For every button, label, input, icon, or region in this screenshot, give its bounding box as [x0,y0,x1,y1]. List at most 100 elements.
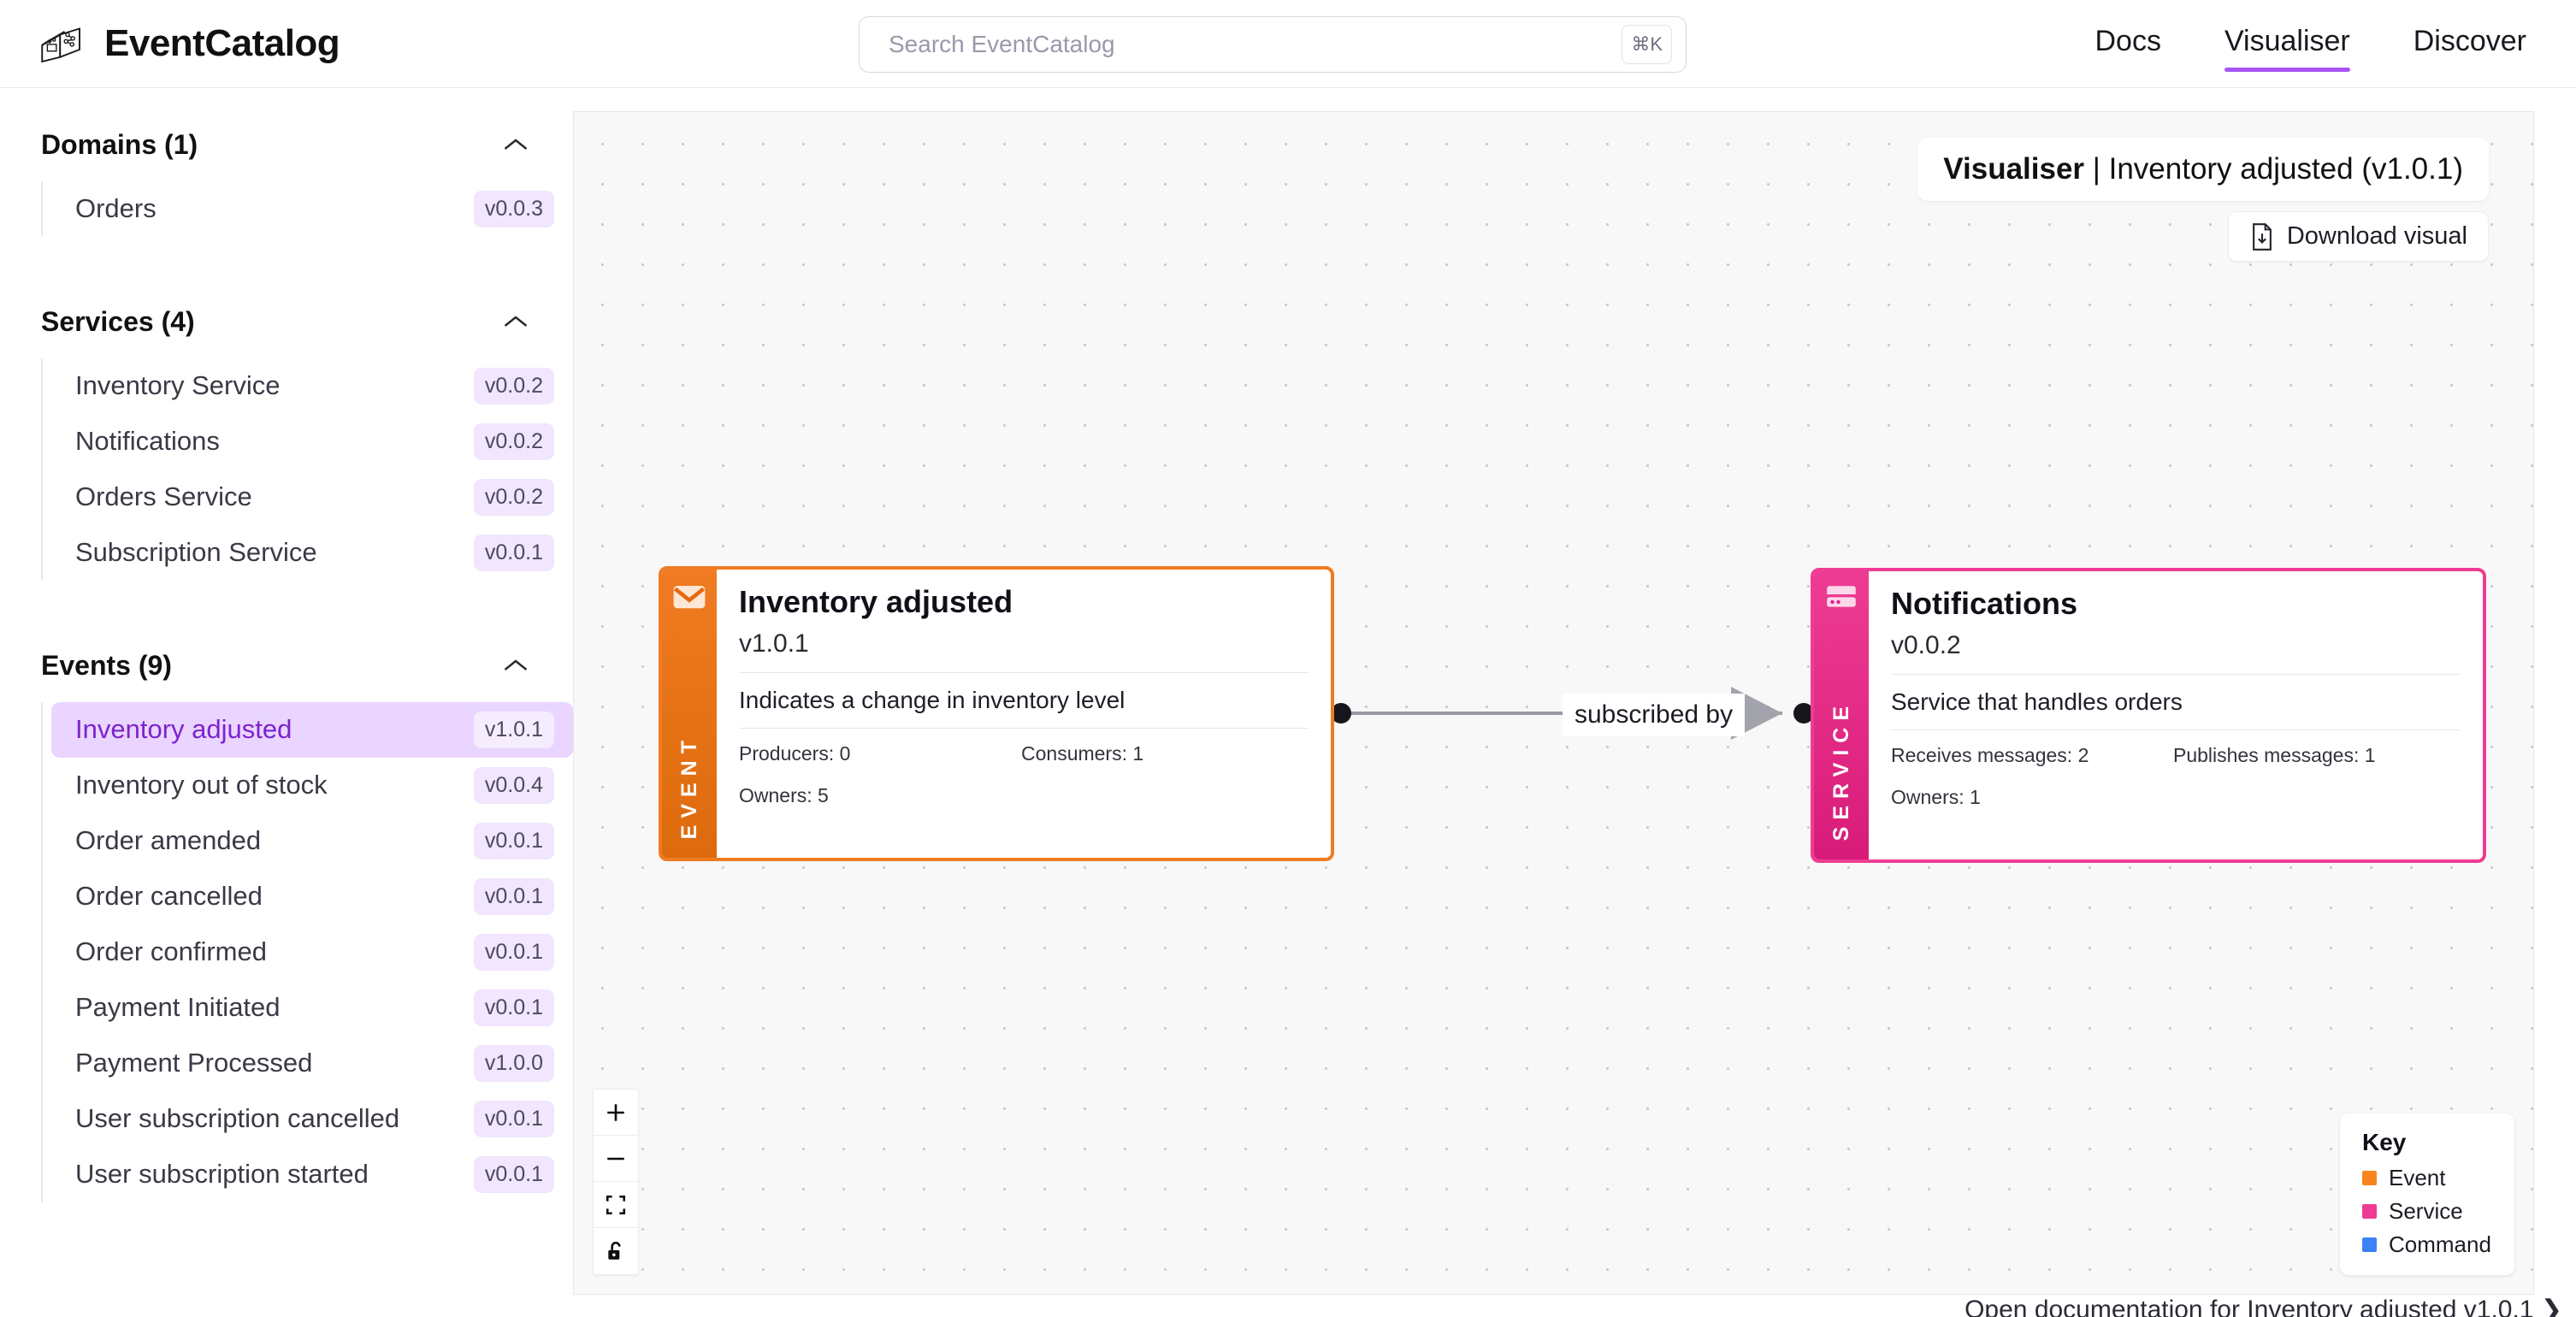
main-nav: Docs Visualiser Discover [2094,0,2526,88]
sidebar-item-order-cancelled[interactable]: Order cancelled v0.0.1 [51,869,573,924]
version-badge: v0.0.1 [473,989,554,1026]
visualiser-title-subject: Inventory adjusted (v1.0.1) [2108,152,2463,186]
nav-item-discover[interactable]: Discover [2413,25,2526,57]
minus-icon [607,1157,624,1160]
node-version: v0.0.2 [1891,631,1961,660]
node-description: Service that handles orders [1891,688,2183,716]
plus-icon [607,1103,624,1121]
zoom-in-button[interactable] [594,1090,638,1136]
nav-item-docs[interactable]: Docs [2094,25,2161,57]
node-meta-publishes: Publishes messages: 1 [2173,744,2376,767]
visualiser-title-separator: | [2084,152,2109,186]
zoom-out-button[interactable] [594,1136,638,1182]
sidebar-item-payment-processed[interactable]: Payment Processed v1.0.0 [51,1036,573,1091]
sidebar-item-order-confirmed[interactable]: Order confirmed v0.0.1 [51,924,573,980]
sidebar-item-label: Orders [75,193,157,224]
sidebar-group-domains[interactable]: Domains (1) [0,120,573,169]
sidebar-item-label: Order cancelled [75,881,263,912]
brand[interactable]: EventCatalog [38,20,340,68]
search-shortcut-badge: ⌘K [1622,25,1672,64]
footer-strip: Open documentation for Inventory adjuste… [573,1295,2576,1317]
key-panel: Key Event Service Command [2340,1113,2514,1275]
key-title: Key [2362,1129,2407,1155]
key-row-command: Command [2362,1231,2492,1258]
edge-source-handle[interactable] [1331,703,1351,723]
chevron-up-icon[interactable] [503,137,529,152]
sidebar-group-title-events: Events (9) [41,649,172,681]
sidebar-item-label: Orders Service [75,481,252,512]
sidebar-item-inventory-service[interactable]: Inventory Service v0.0.2 [51,358,573,414]
version-badge: v0.0.1 [473,823,554,859]
key-row-event: Event [2362,1165,2492,1191]
node-meta-row: Receives messages: 2 Publishes messages:… [1891,744,2461,767]
sidebar-item-label: Payment Initiated [75,992,281,1023]
visualiser-canvas[interactable]: Visualiser | Inventory adjusted (v1.0.1)… [573,111,2534,1295]
sidebar-item-user-subscription-started[interactable]: User subscription started v0.0.1 [51,1147,573,1202]
sidebar-item-notifications[interactable]: Notifications v0.0.2 [51,414,573,470]
sidebar-group-title-services: Services (4) [41,305,195,337]
sidebar-item-inventory-adjusted[interactable]: Inventory adjusted v1.0.1 [51,702,573,758]
sidebar-item-order-amended[interactable]: Order amended v0.0.1 [51,813,573,869]
search-box[interactable]: ⌘K [859,16,1687,73]
visualiser-title-prefix: Visualiser [1943,152,2085,186]
version-badge: v0.0.1 [473,1156,554,1193]
sidebar-item-orders-service[interactable]: Orders Service v0.0.2 [51,470,573,525]
key-label-event: Event [2389,1165,2446,1190]
open-documentation-link[interactable]: Open documentation for Inventory adjuste… [1964,1296,2562,1317]
node-meta-receives: Receives messages: 2 [1891,744,2089,767]
nav-item-visualiser[interactable]: Visualiser [2224,25,2350,72]
version-badge: v1.0.1 [473,712,554,748]
node-divider [739,672,1309,674]
node-event-inventory-adjusted[interactable]: EVENT Inventory adjusted v1.0.1 Indicate… [659,566,1334,861]
node-service-notifications[interactable]: SERVICE Notifications v0.0.2 Service tha… [1811,568,2486,863]
edge-target-handle[interactable] [1793,703,1814,723]
sidebar-group-title-domains: Domains (1) [41,128,198,160]
key-row-service: Service [2362,1198,2492,1225]
sidebar: Domains (1) Orders v0.0.3 Services (4) I… [0,89,573,1317]
sidebar-item-label: Inventory adjusted [75,714,292,745]
sidebar-group-services[interactable]: Services (4) [0,297,573,346]
node-title: Inventory adjusted [739,584,1013,619]
sidebar-item-inventory-out-of-stock[interactable]: Inventory out of stock v0.0.4 [51,758,573,813]
node-title: Notifications [1891,586,2078,621]
download-visual-button[interactable]: Download visual [2227,211,2489,262]
chevron-up-icon[interactable] [503,658,529,673]
sidebar-item-payment-initiated[interactable]: Payment Initiated v0.0.1 [51,980,573,1036]
server-icon [1827,586,1856,607]
version-badge: v0.0.2 [473,423,554,460]
sidebar-spacer-2 [0,581,573,641]
version-badge: v0.0.1 [473,534,554,571]
chevron-up-icon[interactable] [503,314,529,329]
brand-name: EventCatalog [104,22,340,64]
sidebar-group-events[interactable]: Events (9) [0,641,573,690]
sidebar-list-domains: Orders v0.0.3 [41,181,573,237]
node-divider [1891,729,2461,731]
node-meta-owners: Owners: 5 [739,784,829,807]
node-meta-producers: Producers: 0 [739,742,851,765]
version-badge: v0.0.1 [473,1101,554,1137]
node-description: Indicates a change in inventory level [739,687,1126,714]
sidebar-item-user-subscription-cancelled[interactable]: User subscription cancelled v0.0.1 [51,1091,573,1147]
fit-screen-icon [606,1195,626,1214]
node-rail-service: SERVICE [1814,571,1869,859]
lock-button[interactable] [594,1228,638,1274]
version-badge: v0.0.1 [473,934,554,971]
sidebar-list-services: Inventory Service v0.0.2 Notifications v… [41,358,573,581]
unlock-icon [608,1241,621,1260]
version-badge: v0.0.2 [473,479,554,516]
node-body: Notifications v0.0.2 Service that handle… [1869,571,2483,859]
key-swatch-command [2362,1237,2377,1252]
search-container: ⌘K [859,16,1687,73]
version-badge: v0.0.3 [473,191,554,227]
key-swatch-service [2362,1204,2377,1219]
key-label-service: Service [2389,1198,2463,1224]
version-badge: v0.0.2 [473,368,554,405]
node-body: Inventory adjusted v1.0.1 Indicates a ch… [717,570,1331,858]
sidebar-item-orders[interactable]: Orders v0.0.3 [51,181,573,237]
node-rail-label: EVENT [676,733,701,839]
sidebar-item-subscription-service[interactable]: Subscription Service v0.0.1 [51,525,573,581]
fit-view-button[interactable] [594,1182,638,1228]
search-input[interactable] [889,31,1622,58]
node-version: v1.0.1 [739,629,809,658]
version-badge: v1.0.0 [473,1045,554,1082]
